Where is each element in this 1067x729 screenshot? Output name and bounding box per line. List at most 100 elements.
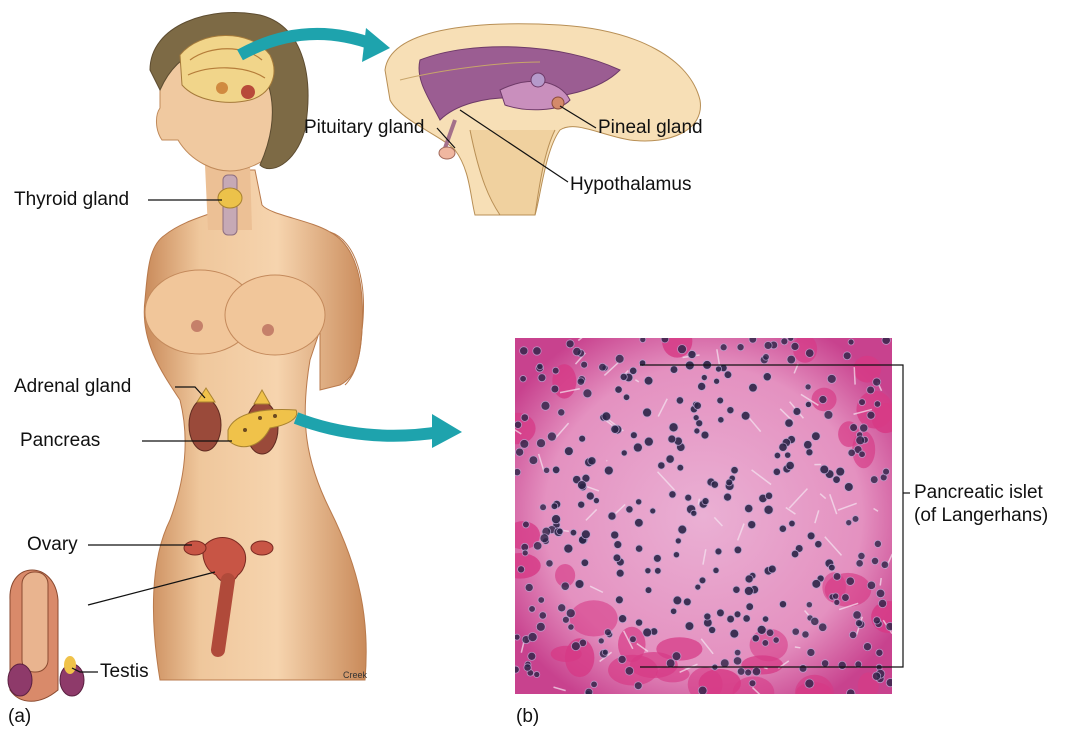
cell-nucleus — [685, 494, 692, 501]
cell-nucleus — [789, 520, 796, 527]
cell-nucleus — [731, 466, 738, 473]
cell-nucleus — [593, 498, 599, 504]
cell-nucleus — [766, 629, 774, 637]
cell-nucleus — [672, 652, 681, 661]
cell-nucleus — [727, 615, 735, 623]
label-adrenal-gland: Adrenal gland — [14, 376, 131, 398]
cell-nucleus — [867, 386, 875, 394]
cell-nucleus — [727, 407, 734, 414]
cell-nucleus — [805, 384, 811, 390]
cell-nucleus — [836, 467, 845, 476]
cell-nucleus — [873, 617, 880, 624]
cell-nucleus — [514, 468, 521, 475]
cell-nucleus — [853, 611, 861, 619]
cell-boundary — [880, 578, 881, 585]
cell-nucleus — [613, 554, 621, 562]
cell-nucleus — [676, 397, 683, 404]
cell-boundary — [795, 647, 801, 648]
cell-nucleus — [717, 609, 725, 617]
cell-nucleus — [643, 628, 652, 637]
cell-nucleus — [650, 508, 656, 514]
cell-nucleus — [749, 680, 756, 687]
cell-nucleus — [704, 613, 711, 620]
label-pineal-gland: Pineal gland — [598, 117, 703, 139]
cell-nucleus — [749, 383, 758, 392]
cell-nucleus — [630, 636, 637, 643]
cell-nucleus — [537, 363, 543, 369]
cell-nucleus — [849, 631, 856, 638]
cell-nucleus — [645, 587, 652, 594]
cell-nucleus — [856, 560, 863, 567]
cell-nucleus — [805, 679, 814, 688]
cell-nucleus — [528, 632, 537, 641]
cell-nucleus — [546, 560, 553, 567]
cell-nucleus — [883, 468, 890, 475]
cell-nucleus — [658, 462, 665, 469]
cell-nucleus — [538, 597, 545, 604]
arrow-head-brain — [362, 28, 390, 62]
female-body-illustration — [8, 12, 366, 701]
cell-nucleus — [872, 672, 880, 680]
cell-nucleus — [635, 518, 644, 527]
cell-nucleus — [615, 596, 623, 604]
cell-nucleus — [820, 465, 829, 474]
cell-nucleus — [867, 411, 875, 419]
cell-nucleus — [621, 450, 627, 456]
cell-nucleus — [748, 521, 756, 529]
cell-nucleus — [578, 501, 585, 508]
cell-nucleus — [529, 606, 536, 613]
cell-nucleus — [827, 374, 836, 383]
cell-nucleus — [522, 550, 528, 556]
cell-nucleus — [715, 366, 721, 372]
cell-nucleus — [702, 498, 709, 505]
cell-nucleus — [842, 594, 850, 602]
cell-nucleus — [541, 401, 550, 410]
cell-nucleus — [785, 419, 794, 428]
cell-nucleus — [741, 411, 750, 420]
cell-nucleus — [763, 373, 771, 381]
cell-nucleus — [694, 428, 700, 434]
arrow-head-islet — [432, 414, 462, 448]
label-thyroid-gland: Thyroid gland — [14, 189, 129, 211]
cell-nucleus — [536, 622, 545, 631]
cell-nucleus — [724, 493, 732, 501]
cell-nucleus — [695, 584, 701, 590]
cell-nucleus — [626, 506, 633, 513]
cell-nucleus — [558, 604, 566, 612]
cell-nucleus — [752, 635, 759, 642]
cell-nucleus — [846, 520, 852, 526]
cell-nucleus — [523, 521, 530, 528]
cell-nucleus — [629, 367, 636, 374]
cell-nucleus — [833, 573, 841, 581]
cell-nucleus — [852, 516, 859, 523]
cell-nucleus — [745, 669, 752, 676]
cell-nucleus — [604, 466, 613, 475]
cell-nucleus — [551, 503, 558, 510]
cell-nucleus — [786, 461, 794, 469]
cell-nucleus — [547, 432, 556, 441]
cell-nucleus — [655, 567, 662, 574]
cell-nucleus — [636, 499, 642, 505]
cell-nucleus — [564, 544, 573, 553]
cell-nucleus — [653, 554, 661, 562]
cell-nucleus — [737, 344, 744, 351]
acinar-cluster — [795, 675, 834, 712]
cell-nucleus — [848, 449, 855, 456]
cell-nucleus — [781, 338, 788, 345]
cell-nucleus — [611, 425, 619, 433]
cell-nucleus — [675, 538, 681, 544]
cell-boundary — [854, 367, 855, 384]
cell-nucleus — [514, 421, 521, 428]
cell-nucleus — [577, 378, 584, 385]
artist-signature: Creek — [343, 670, 367, 680]
cell-nucleus — [876, 589, 885, 598]
panel-label-a: (a) — [8, 706, 31, 728]
cell-nucleus — [558, 409, 565, 416]
testis-inset — [8, 570, 84, 701]
cell-nucleus — [516, 448, 524, 456]
cell-nucleus — [717, 397, 724, 404]
cell-nucleus — [733, 586, 740, 593]
cell-nucleus — [737, 668, 745, 676]
cell-nucleus — [691, 510, 697, 516]
